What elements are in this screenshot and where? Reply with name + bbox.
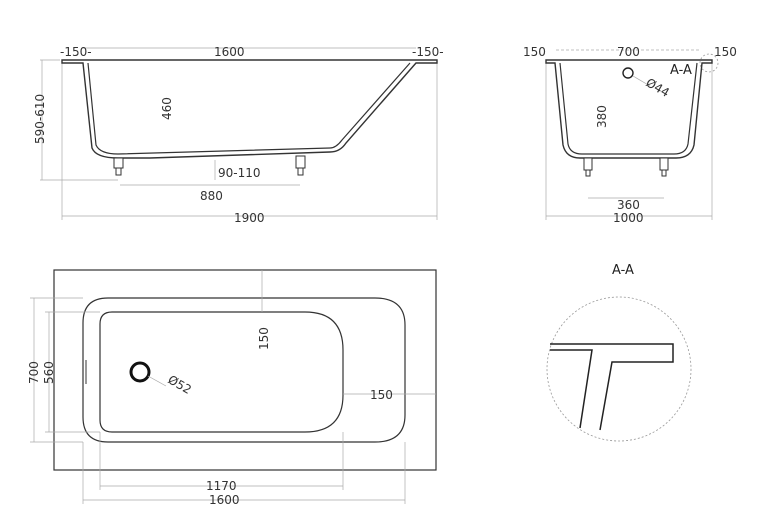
overflow-hole	[622, 67, 634, 79]
end-view: 150 700 150 A-A Ø44 380 360 1000	[523, 45, 737, 225]
side-view: -150- 1600 -150- 590-610 460 90-110 880 …	[33, 45, 444, 225]
detail-title: A-A	[612, 263, 634, 278]
side-leg-adjust-label: 90-110	[218, 166, 261, 180]
end-width-total-label: 1000	[613, 211, 644, 225]
side-right-rim-label: -150-	[412, 45, 444, 59]
side-depth-label: 460	[160, 97, 174, 120]
end-left-rim-label: 150	[523, 45, 546, 59]
detail-section-a-a: A-A	[546, 263, 692, 442]
side-height-label: 590-610	[33, 94, 47, 144]
drain-hole	[129, 361, 151, 383]
end-width-inner-label: 700	[617, 45, 640, 59]
end-right-rim-label: 150	[714, 45, 737, 59]
basin-length-label: 1170	[206, 479, 237, 493]
section-marker-label: A-A	[670, 63, 692, 78]
end-leg-spacing-label: 360	[617, 198, 640, 212]
side-length-inner-label: 1600	[214, 45, 245, 59]
end-margin-label: 150	[257, 327, 271, 350]
top-view: Ø52 150 150 700 560 1170 1600	[27, 269, 437, 507]
overflow-height-label: 380	[595, 105, 609, 128]
side-left-rim-label: -150-	[60, 45, 92, 59]
side-leg-spacing-label: 880	[200, 189, 223, 203]
side-length-total-label: 1900	[234, 211, 265, 225]
section-marker-circle	[699, 53, 719, 73]
side-margin-label: 150	[370, 388, 393, 402]
top-length-inner-label: 1600	[209, 493, 240, 507]
top-width-inner-label: 560	[42, 361, 56, 384]
top-width-total-label: 700	[27, 361, 41, 384]
